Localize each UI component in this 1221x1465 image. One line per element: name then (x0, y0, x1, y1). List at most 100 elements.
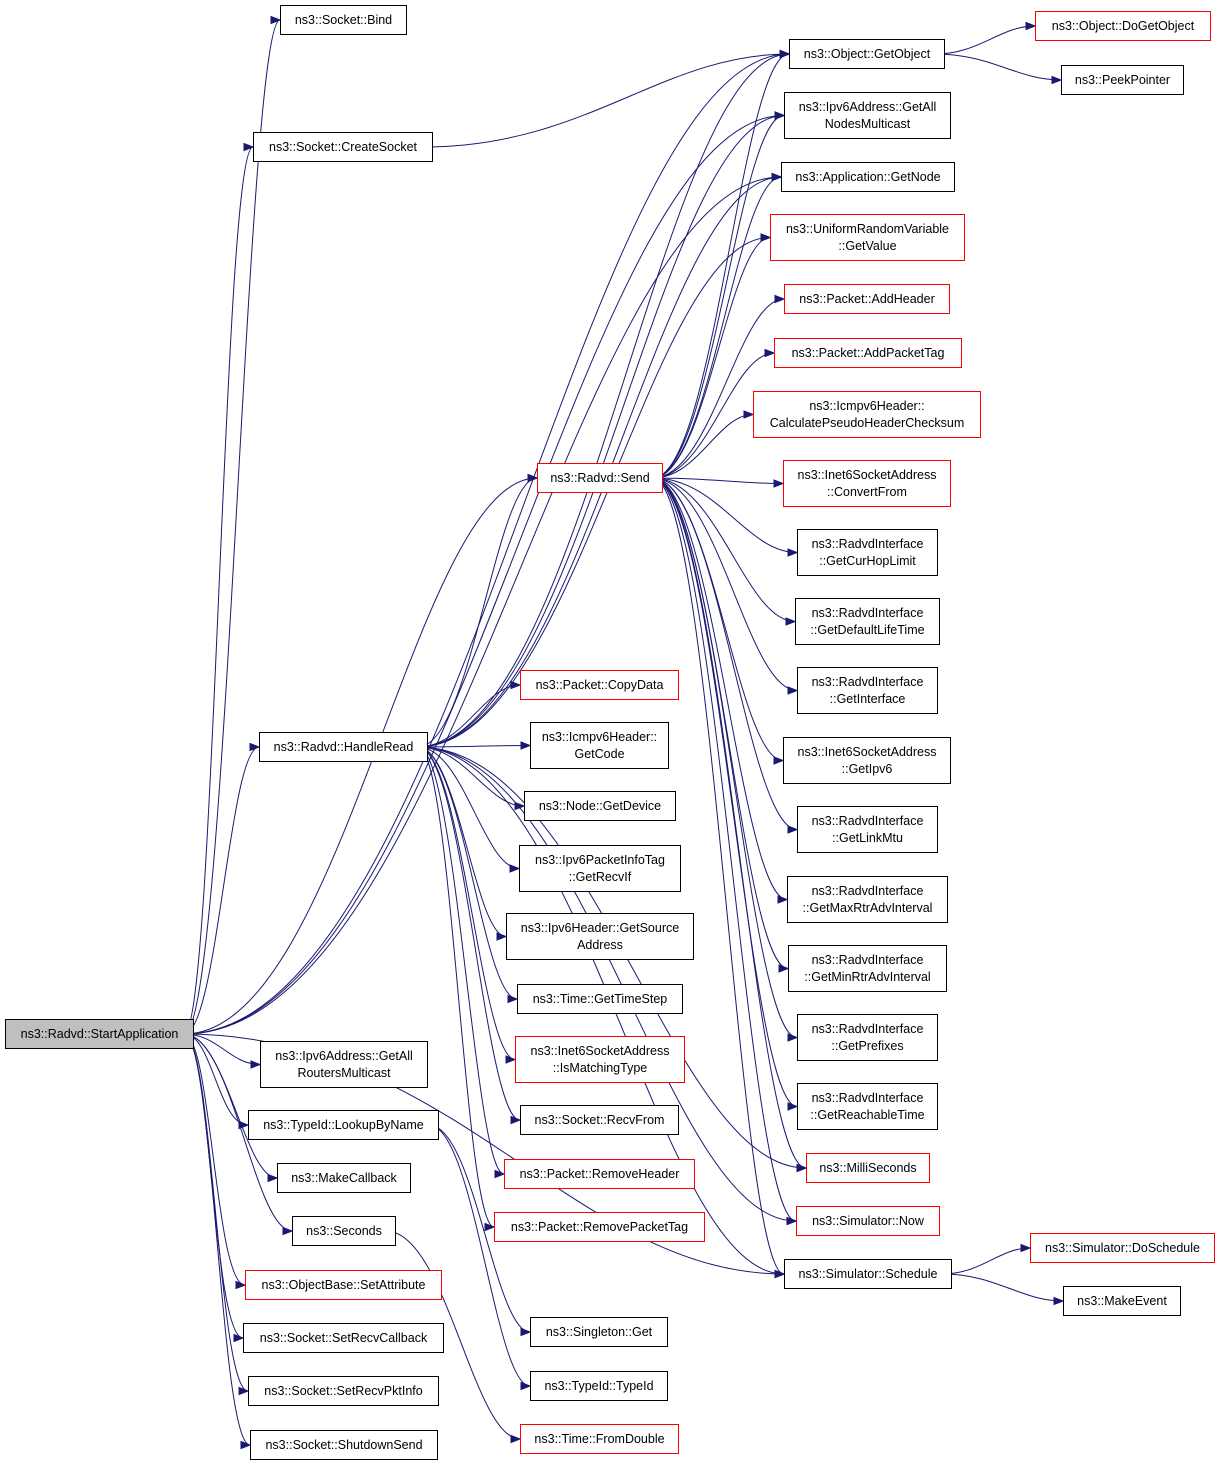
node-radvd-handle-read[interactable]: ns3::Radvd::HandleRead (259, 732, 428, 762)
edge-arrowhead (774, 294, 786, 304)
node-socket-shutdown-send[interactable]: ns3::Socket::ShutdownSend (250, 1430, 438, 1460)
edge-arrowhead (787, 825, 799, 834)
node-label: ::GetValue (838, 238, 897, 253)
node-make-event[interactable]: ns3::MakeEvent (1063, 1286, 1181, 1316)
node-application-get-node[interactable]: ns3::Application::GetNode (781, 162, 955, 192)
node-radvd-get-prefixes[interactable]: ns3::RadvdInterface::GetPrefixes (797, 1014, 938, 1061)
node-inet6-is-matching-type[interactable]: ns3::Inet6SocketAddress::IsMatchingType (515, 1036, 685, 1083)
edge-radvd-handle-read-to-radvd-send (417, 477, 538, 748)
edge-arrowhead (760, 233, 772, 242)
node-label: ns3::Packet::RemoveHeader (519, 1166, 680, 1181)
edge-arrowhead (774, 1269, 786, 1279)
node-singleton-get[interactable]: ns3::Singleton::Get (530, 1317, 668, 1347)
node-radvd-get-cur-hop-limit[interactable]: ns3::RadvdInterface::GetCurHopLimit (797, 529, 938, 576)
node-milli-seconds[interactable]: ns3::MilliSeconds (806, 1153, 930, 1183)
node-seconds[interactable]: ns3::Seconds (292, 1216, 396, 1246)
edge-arrowhead (507, 994, 519, 1004)
edge-arrowhead (235, 1280, 247, 1290)
node-simulator-schedule[interactable]: ns3::Simulator::Schedule (784, 1259, 952, 1289)
node-label: ns3::PeekPointer (1074, 72, 1171, 87)
edge-start-application-to-application-get-node (183, 176, 782, 1035)
node-packet-add-packet-tag[interactable]: ns3::Packet::AddPacketTag (774, 338, 962, 368)
node-socket-set-recv-pkt-info[interactable]: ns3::Socket::SetRecvPktInfo (248, 1376, 439, 1406)
call-edges (183, 15, 1065, 1450)
edge-arrowhead (773, 756, 785, 765)
node-time-get-time-step[interactable]: ns3::Time::GetTimeStep (517, 984, 683, 1014)
edge-radvd-handle-read-to-packet-remove-packet-tag (417, 746, 495, 1228)
edge-start-application-to-objectbase-set-attribute (183, 1033, 246, 1286)
edge-arrowhead (520, 1327, 532, 1337)
edge-arrowhead (764, 348, 776, 358)
node-make-callback[interactable]: ns3::MakeCallback (277, 1163, 411, 1193)
node-inet6-get-ipv6[interactable]: ns3::Inet6SocketAddress::GetIpv6 (783, 737, 951, 784)
node-label: ns3::RadvdInterface (811, 1021, 924, 1036)
node-packet-remove-packet-tag[interactable]: ns3::Packet::RemovePacketTag (494, 1212, 705, 1242)
node-radvd-get-max-rtr-adv-interval[interactable]: ns3::RadvdInterface::GetMaxRtrAdvInterva… (787, 876, 948, 923)
node-label: ns3::RadvdInterface (811, 952, 924, 967)
node-label: ::GetLinkMtu (832, 830, 903, 845)
node-label: ns3::Seconds (306, 1223, 382, 1238)
node-inet6-convert-from[interactable]: ns3::Inet6SocketAddress::ConvertFrom (783, 460, 951, 507)
node-simulator-now[interactable]: ns3::Simulator::Now (796, 1206, 940, 1236)
node-packet-add-header[interactable]: ns3::Packet::AddHeader (784, 284, 950, 314)
edge-start-application-to-socket-shutdown-send (183, 1033, 251, 1446)
node-ipv6-packet-info-tag-get-recv-if[interactable]: ns3::Ipv6PacketInfoTag::GetRecvIf (519, 845, 681, 892)
edge-radvd-handle-read-to-node-get-device (417, 746, 525, 807)
node-label: ns3::Ipv6Header::GetSource (520, 920, 680, 935)
node-icmpv6-get-code[interactable]: ns3::Icmpv6Header::GetCode (530, 722, 669, 769)
node-label: ns3::Inet6SocketAddress (797, 744, 937, 759)
edge-radvd-handle-read-to-packet-remove-header (417, 746, 505, 1175)
edge-arrowhead (520, 1381, 532, 1391)
node-peek-pointer[interactable]: ns3::PeekPointer (1061, 65, 1184, 95)
node-label: GetCode (574, 746, 625, 761)
edge-arrowhead (509, 864, 521, 873)
edge-start-application-to-socket-bind (183, 19, 281, 1035)
node-radvd-get-link-mtu[interactable]: ns3::RadvdInterface::GetLinkMtu (797, 806, 938, 853)
edge-arrowhead (773, 479, 785, 488)
edge-arrowhead (510, 1115, 522, 1125)
node-node-get-device[interactable]: ns3::Node::GetDevice (524, 791, 676, 821)
node-packet-remove-header[interactable]: ns3::Packet::RemoveHeader (504, 1159, 695, 1189)
edge-arrowhead (1025, 21, 1037, 31)
node-uniform-random-get-value[interactable]: ns3::UniformRandomVariable::GetValue (770, 214, 965, 261)
edge-radvd-handle-read-to-object-get-object (417, 53, 790, 748)
node-radvd-send[interactable]: ns3::Radvd::Send (537, 463, 663, 493)
node-socket-recv-from[interactable]: ns3::Socket::RecvFrom (520, 1105, 679, 1135)
node-typeid-lookup-by-name[interactable]: ns3::TypeId::LookupByName (248, 1110, 439, 1140)
node-label: ns3::Inet6SocketAddress (797, 467, 937, 482)
node-time-from-double[interactable]: ns3::Time::FromDouble (520, 1424, 679, 1454)
edge-radvd-send-to-packet-add-header (652, 298, 785, 479)
node-packet-copy-data[interactable]: ns3::Packet::CopyData (520, 670, 679, 700)
node-simulator-do-schedule[interactable]: ns3::Simulator::DoSchedule (1030, 1233, 1215, 1263)
node-label: ns3::ObjectBase::SetAttribute (261, 1277, 426, 1292)
edge-radvd-handle-read-to-ipv6-packet-info-tag-get-recv-if (417, 746, 520, 869)
edge-radvd-send-to-radvd-get-default-life-time (652, 477, 796, 622)
node-objectbase-set-attribute[interactable]: ns3::ObjectBase::SetAttribute (245, 1270, 442, 1300)
node-radvd-get-default-life-time[interactable]: ns3::RadvdInterface::GetDefaultLifeTime (795, 598, 940, 645)
node-label: ns3::Icmpv6Header:: (809, 398, 925, 413)
node-object-get-object[interactable]: ns3::Object::GetObject (789, 39, 945, 69)
node-socket-create-socket[interactable]: ns3::Socket::CreateSocket (253, 132, 433, 162)
edge-arrowhead (1020, 1243, 1032, 1253)
edge-arrowhead (510, 680, 522, 690)
edge-arrowhead (494, 1169, 506, 1179)
node-icmpv6-calculate-pseudo-header-checksum[interactable]: ns3::Icmpv6Header::CalculatePseudoHeader… (753, 391, 981, 438)
node-label: ns3::MilliSeconds (819, 1160, 917, 1175)
node-label: ns3::Object::GetObject (803, 46, 931, 61)
node-radvd-get-min-rtr-adv-interval[interactable]: ns3::RadvdInterface::GetMinRtrAdvInterva… (788, 945, 947, 992)
node-socket-set-recv-callback[interactable]: ns3::Socket::SetRecvCallback (243, 1323, 444, 1353)
node-object-do-get-object[interactable]: ns3::Object::DoGetObject (1035, 11, 1211, 41)
node-radvd-get-reachable-time[interactable]: ns3::RadvdInterface::GetReachableTime (797, 1083, 938, 1130)
edge-arrowhead (787, 548, 799, 557)
node-typeid-typeid[interactable]: ns3::TypeId::TypeId (530, 1371, 668, 1401)
edge-radvd-send-to-inet6-get-ipv6 (652, 477, 784, 761)
edge-arrowhead (787, 1102, 799, 1111)
node-start-application: ns3::Radvd::StartApplication (5, 1019, 194, 1049)
node-radvd-get-interface[interactable]: ns3::RadvdInterface::GetInterface (797, 667, 938, 714)
edge-arrowhead (505, 1055, 517, 1064)
node-socket-bind[interactable]: ns3::Socket::Bind (280, 5, 407, 35)
